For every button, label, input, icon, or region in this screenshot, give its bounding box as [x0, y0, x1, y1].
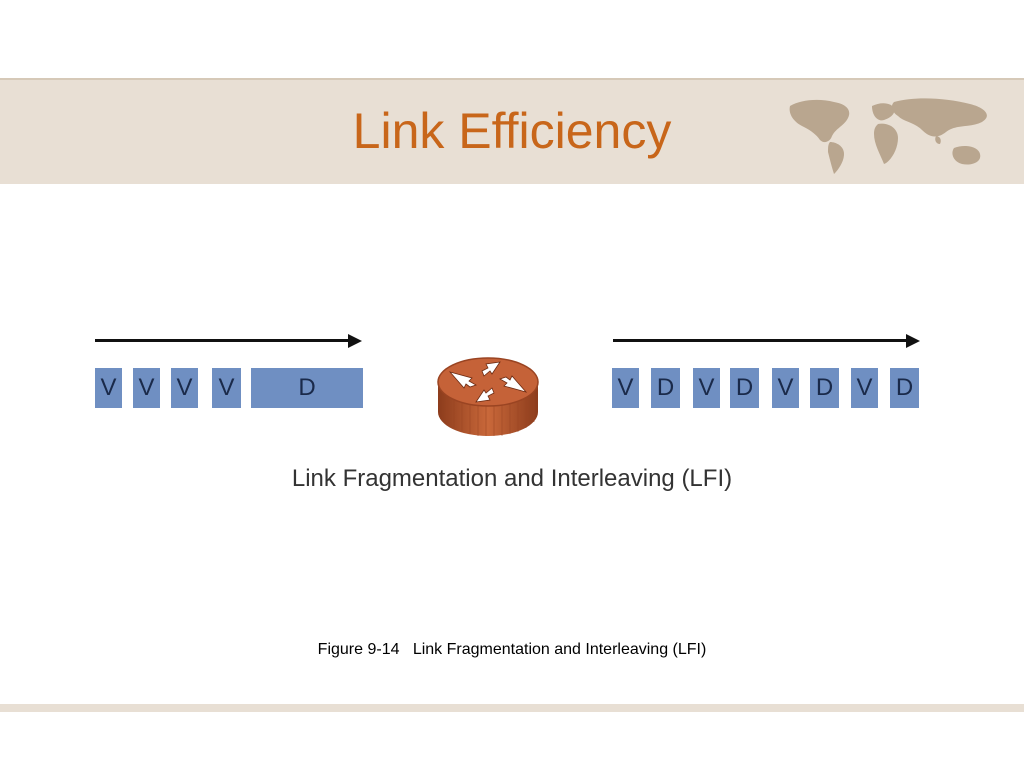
output-packet-voice: V	[851, 368, 878, 408]
output-packet-data: D	[810, 368, 839, 408]
output-packet-voice: V	[693, 368, 720, 408]
output-arrow-head	[906, 334, 920, 348]
world-map-icon	[789, 98, 987, 174]
title-band	[0, 78, 1024, 184]
diagram-caption: Link Fragmentation and Interleaving (LFI…	[291, 465, 733, 492]
slide-title: Link Efficiency	[352, 103, 672, 159]
output-packet-data: D	[730, 368, 759, 408]
figure-caption: Figure 9-14 Link Fragmentation and Inter…	[317, 641, 707, 658]
input-packet-voice: V	[212, 368, 241, 408]
input-packet-voice: V	[171, 368, 198, 408]
output-packet-voice: V	[772, 368, 799, 408]
input-arrow	[95, 339, 349, 342]
router-icon	[437, 357, 539, 436]
input-packet-data: D	[251, 368, 363, 408]
input-arrow-head	[348, 334, 362, 348]
output-packet-data: D	[890, 368, 919, 408]
output-packet-voice: V	[612, 368, 639, 408]
input-packet-voice: V	[133, 368, 160, 408]
footer-band	[0, 704, 1024, 712]
output-arrow	[613, 339, 909, 342]
output-packet-data: D	[651, 368, 680, 408]
input-packet-voice: V	[95, 368, 122, 408]
